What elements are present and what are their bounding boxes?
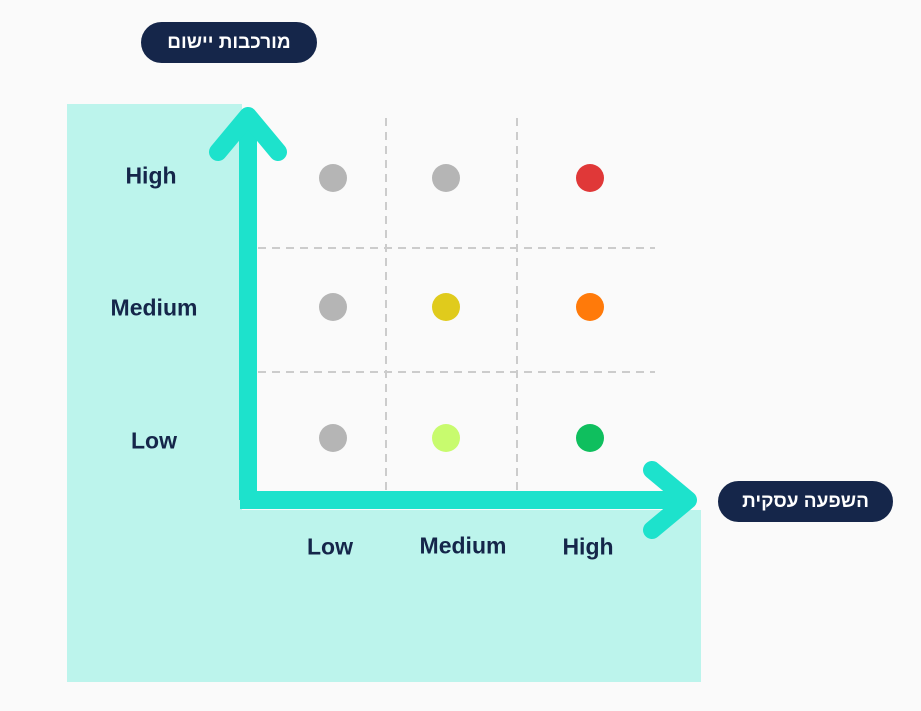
x-axis-title: השפעה עסקית — [718, 481, 893, 522]
dot-high-medium — [432, 164, 460, 192]
dot-medium-medium — [432, 293, 460, 321]
dot-low-high — [576, 424, 604, 452]
dot-medium-high — [576, 293, 604, 321]
y-label-high: High — [125, 162, 177, 189]
matrix-dots — [319, 164, 604, 452]
x-label-low: Low — [307, 533, 353, 560]
grid-lines — [258, 118, 655, 494]
y-label-low: Low — [131, 427, 177, 454]
y-axis-title: מורכבות יישום — [141, 22, 317, 63]
axes — [209, 107, 697, 539]
dot-high-low — [319, 164, 347, 192]
x-label-high: High — [562, 533, 614, 560]
dot-medium-low — [319, 293, 347, 321]
x-label-medium: Medium — [419, 532, 507, 559]
dot-high-high — [576, 164, 604, 192]
background-region-bottom — [67, 510, 701, 682]
y-label-medium: Medium — [110, 294, 198, 321]
dot-low-medium — [432, 424, 460, 452]
dot-low-low — [319, 424, 347, 452]
y-axis-arrowhead — [209, 107, 287, 161]
x-axis-arrowhead — [643, 461, 697, 539]
